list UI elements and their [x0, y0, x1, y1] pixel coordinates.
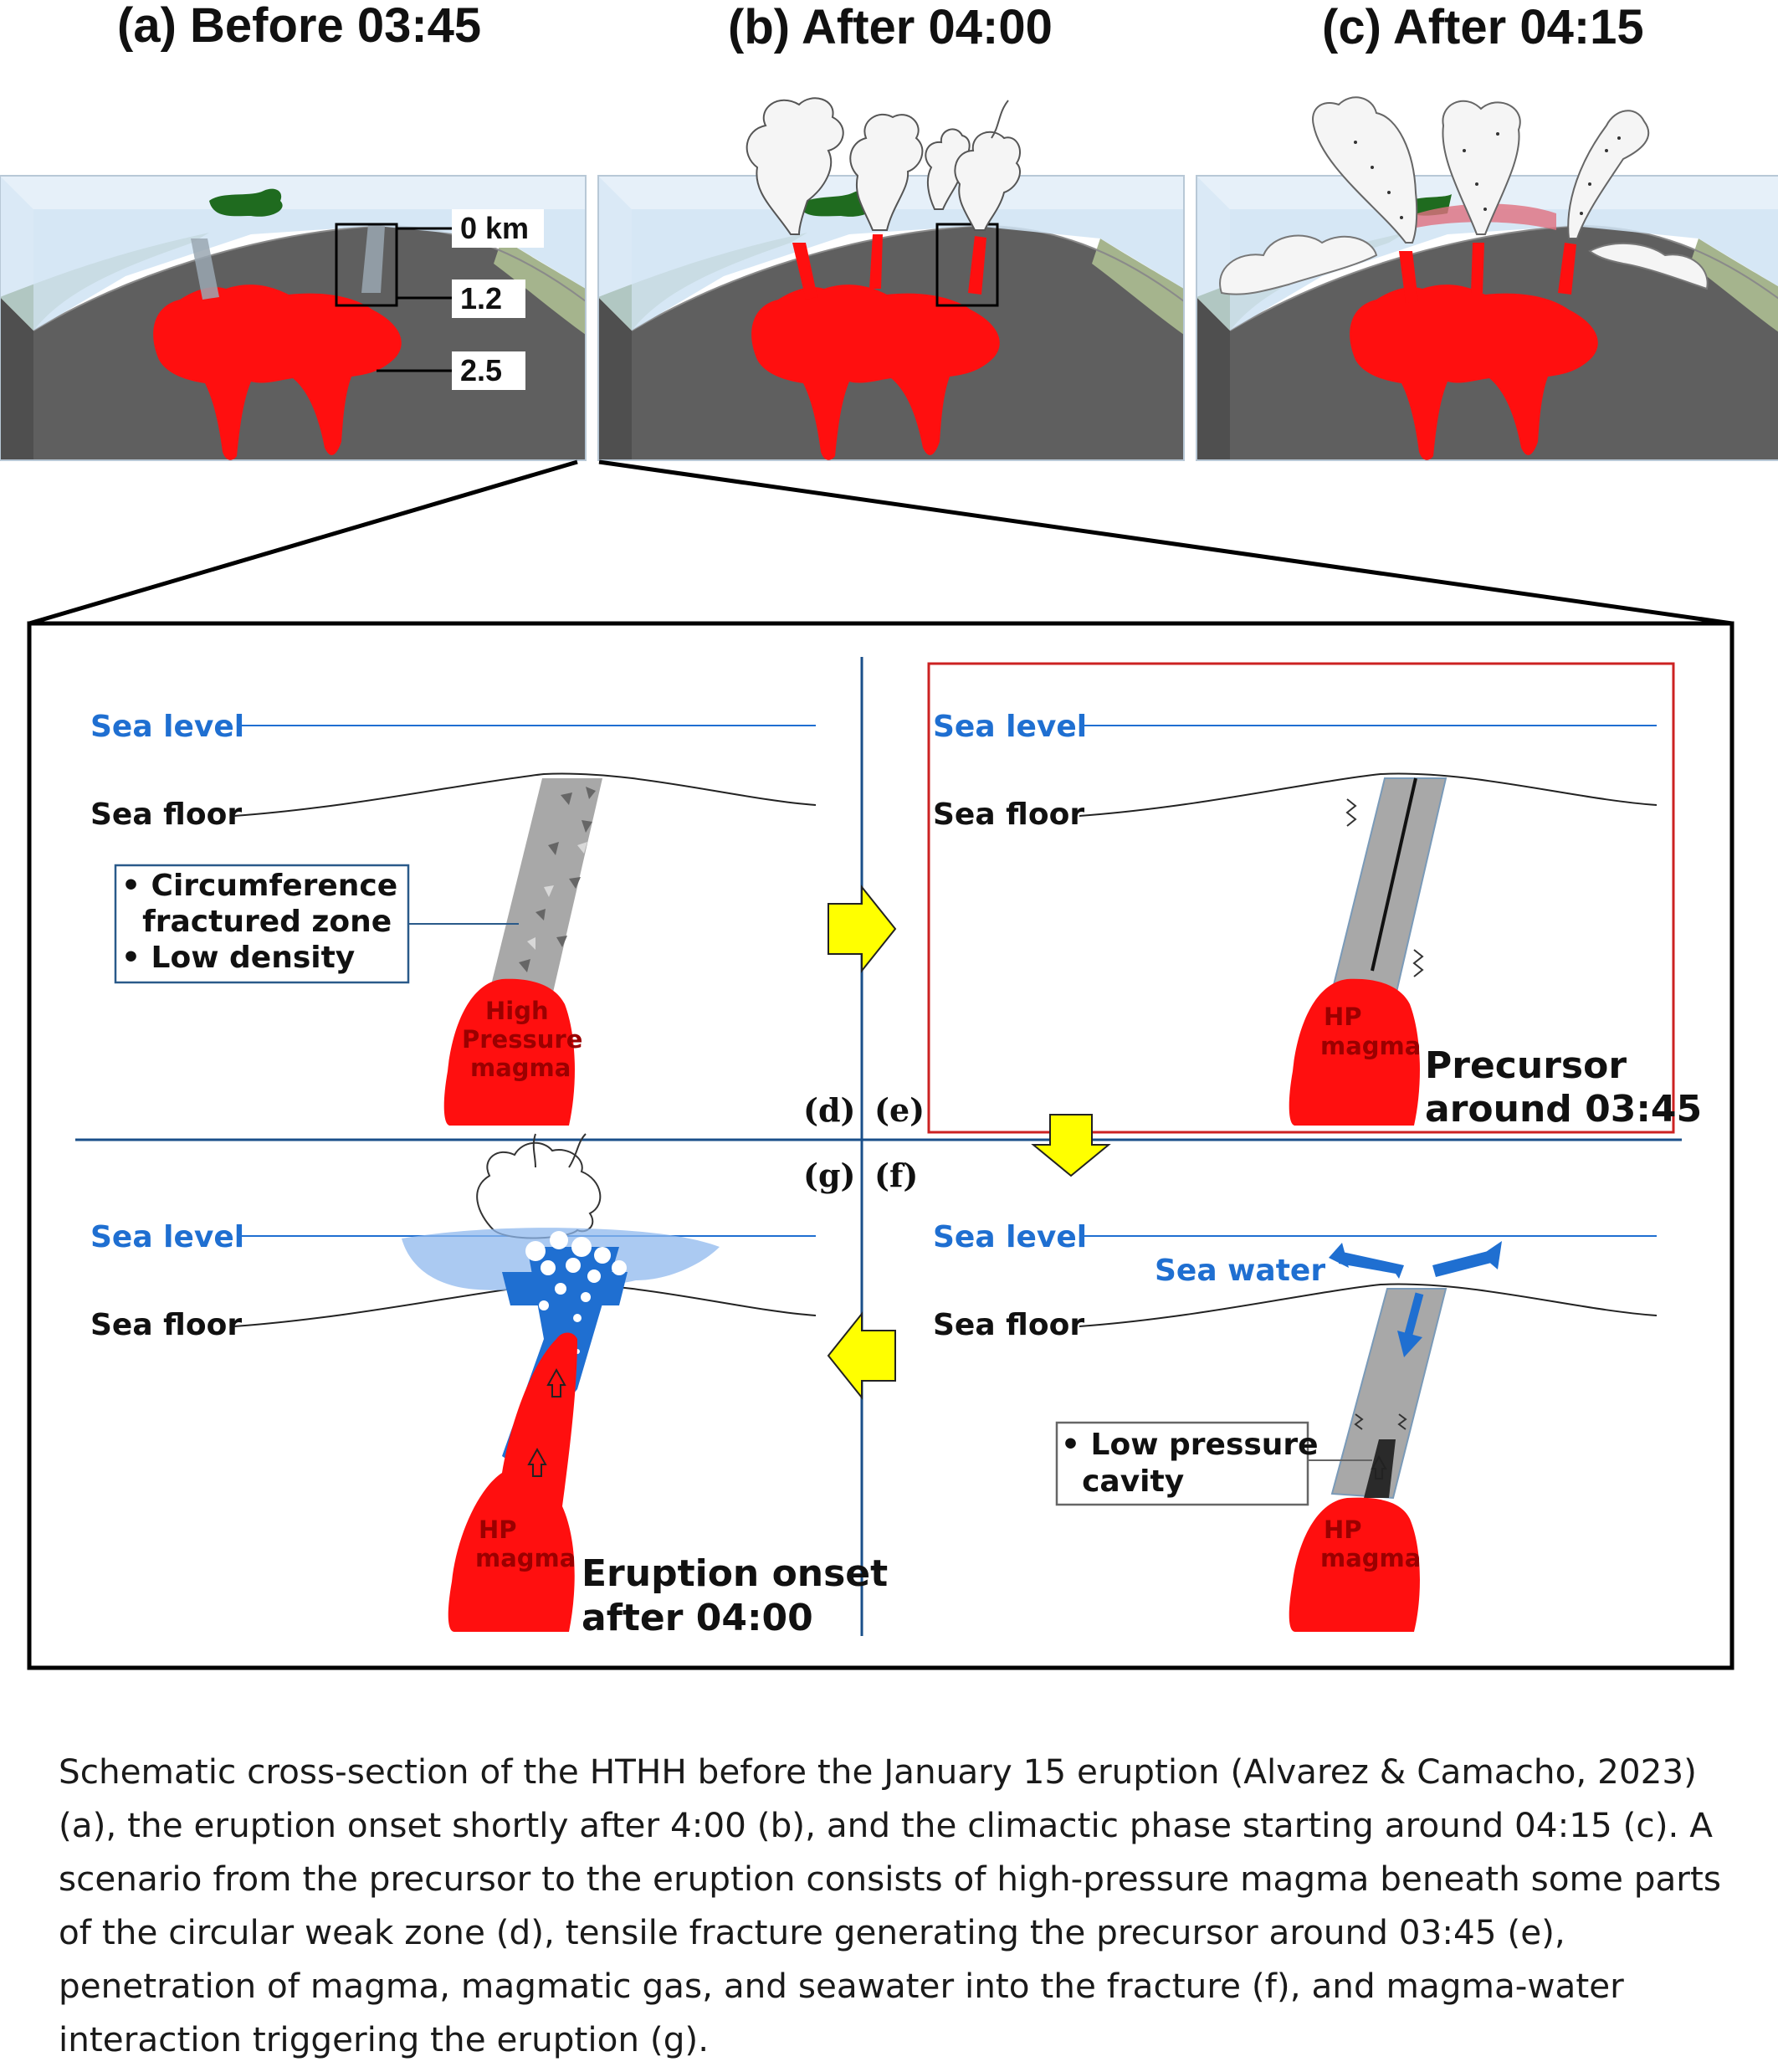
- d-sea-floor-label: Sea floor: [90, 798, 242, 832]
- zoom-line-right: [598, 459, 1733, 626]
- g-magma-line-2: magma: [475, 1544, 576, 1572]
- e-magma-line-1: HP: [1324, 1003, 1362, 1031]
- eruption-plumes: [746, 97, 1021, 235]
- d-sea-level-label: Sea level: [90, 710, 244, 744]
- panel-c-title: (c) After 04:15: [1322, 0, 1644, 54]
- d-magma-line-3: magma: [470, 1054, 571, 1082]
- arrow-e-to-f: [1031, 1114, 1111, 1177]
- island-shape: [209, 188, 283, 217]
- e-note-line-2: around 03:45: [1425, 1088, 1702, 1131]
- zoom-line-left: [28, 459, 578, 626]
- f-sea-level-label: Sea level: [933, 1220, 1087, 1254]
- depth-1-2: 1.2: [460, 281, 502, 315]
- panel-b-volcano: [597, 97, 1185, 461]
- panel-a-title: (a) Before 03:45: [117, 0, 481, 53]
- e-note-line-1: Precursor: [1425, 1044, 1627, 1087]
- e-magma-line-2: magma: [1320, 1032, 1421, 1060]
- f-info-box: [1055, 1421, 1309, 1506]
- g-sea-level-label: Sea level: [90, 1220, 244, 1254]
- arrow-f-to-g: [827, 1311, 896, 1400]
- panel-d: Sea level Sea floor High Pressure magma …: [90, 710, 856, 1129]
- depth-2-5: 2.5: [460, 353, 502, 387]
- f-magma-line-1: HP: [1324, 1516, 1362, 1544]
- low-pressure-cavity: [1364, 1439, 1396, 1498]
- f-tag: (f): [874, 1157, 918, 1194]
- panel-a-volcano: 0 km 1.2 2.5: [0, 175, 587, 461]
- e-highlight-box: [927, 662, 1675, 1134]
- eruption-figure: (a) Before 03:45 (b) After 04:00 (c) Aft…: [0, 0, 1778, 1670]
- d-box-line-3: • Low density: [121, 941, 355, 975]
- panel-c-volcano: [1196, 96, 1778, 461]
- e-sea-floor-label: Sea floor: [933, 798, 1084, 832]
- f-sea-floor-label: Sea floor: [933, 1308, 1084, 1342]
- g-magma-line-1: HP: [479, 1516, 517, 1544]
- g-note-line-1: Eruption onset: [582, 1552, 888, 1595]
- rising-magma: [448, 1332, 577, 1632]
- panel-b-title: (b) After 04:00: [728, 0, 1053, 54]
- d-magma-line-2: Pressure: [462, 1025, 582, 1054]
- d-box-line-1: • Circumference: [121, 869, 397, 903]
- panel-f: (f) Sea level Sea water Sea floor • Low …: [874, 1157, 1658, 1632]
- d-tag: (d): [803, 1091, 856, 1129]
- zoom-box: [335, 223, 398, 307]
- g-tag: (g): [803, 1157, 856, 1194]
- d-magma-line-1: High: [485, 997, 549, 1025]
- d-info-box: [114, 864, 410, 984]
- e-tag: (e): [874, 1091, 925, 1129]
- tensile-fracture: [1371, 777, 1417, 972]
- f-sea-water-label: Sea water: [1155, 1254, 1325, 1288]
- seawater-arrows: [1329, 1241, 1502, 1357]
- figure-caption: Schematic cross-section of the HTHH befo…: [59, 1751, 1721, 2059]
- depth-0km: 0 km: [460, 211, 529, 245]
- d-box-line-2: fractured zone: [121, 905, 392, 939]
- f-box-line-1: • Low pressure: [1061, 1428, 1319, 1462]
- detail-frame: [27, 621, 1734, 1670]
- arrow-d-to-e: [828, 885, 897, 973]
- high-pressure-magma: [443, 978, 575, 1126]
- panel-g: (g) Sea level Sea floor HP magma Eruptio…: [90, 1133, 888, 1639]
- f-box-line-2: cavity: [1061, 1464, 1184, 1499]
- g-sea-floor-label: Sea floor: [90, 1308, 242, 1342]
- e-sea-level-label: Sea level: [933, 710, 1087, 744]
- panel-e: Sea level Sea floor HP magma Precursor a…: [874, 662, 1702, 1134]
- f-magma-line-2: magma: [1320, 1544, 1421, 1572]
- g-note-line-2: after 04:00: [582, 1597, 813, 1639]
